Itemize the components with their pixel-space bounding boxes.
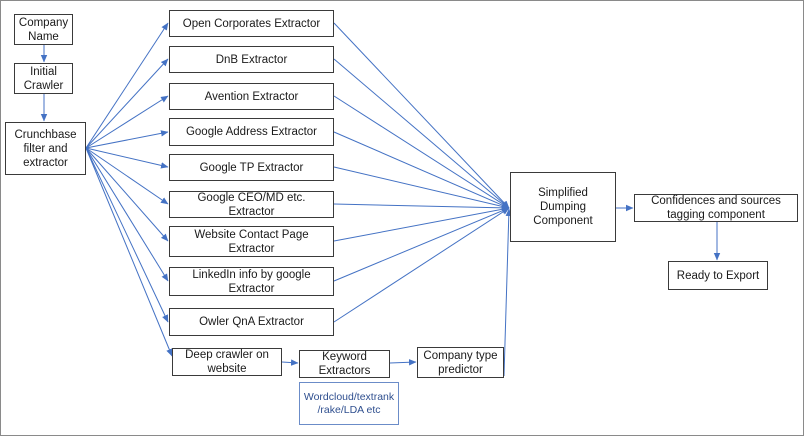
extractor-dnb: DnB Extractor <box>169 46 334 73</box>
company-name-label: Company Name <box>18 16 69 43</box>
connector-fanout-10 <box>85 147 173 357</box>
connector-fanout-3 <box>85 95 169 149</box>
wordcloud-note-label: Wordcloud/textrank /rake/LDA etc <box>303 390 395 416</box>
connector-fanin-1 <box>333 22 510 209</box>
connector-keyword-to-predictor <box>389 359 417 366</box>
confidences-tagging-box: Confidences and sources tagging componen… <box>634 194 798 222</box>
connector-fanout-7 <box>85 147 169 242</box>
extractor-label: Avention Extractor <box>204 90 299 103</box>
extractor-google-address: Google Address Extractor <box>169 118 334 146</box>
crunchbase-label: Crunchbase filter and extractor <box>14 128 77 169</box>
company-type-predictor-box: Company type predictor <box>417 347 504 378</box>
extractor-label: Google Address Extractor <box>185 126 318 138</box>
connector-fanin-6 <box>333 203 510 212</box>
extractor-google-tp: Google TP Extractor <box>169 154 334 181</box>
keyword-extractors-label: Keyword Extractors <box>318 351 371 377</box>
extractor-google-ceo: Google CEO/MD etc. Extractor <box>169 191 334 218</box>
extractor-owler: Owler QnA Extractor <box>169 308 334 336</box>
dumping-component-box: Simplified Dumping Component <box>510 172 616 242</box>
ready-to-export-box: Ready to Export <box>668 261 768 290</box>
connector-fanout-2 <box>85 58 169 149</box>
connector-fanout-4 <box>85 130 169 149</box>
connector-fanout-8 <box>85 147 169 282</box>
connector-fanin-3 <box>333 95 510 209</box>
connector-fanout-1 <box>85 22 169 149</box>
connector-fanout-9 <box>85 147 169 323</box>
extractor-avention: Avention Extractor <box>169 83 334 110</box>
keyword-extractors-box: Keyword Extractors <box>299 350 390 378</box>
connector-fanout-6 <box>85 147 169 205</box>
deep-crawler-box: Deep crawler on website <box>172 348 282 376</box>
extractor-label: Google CEO/MD etc. Extractor <box>197 191 306 218</box>
connector-predictor-to-dumping <box>503 208 512 377</box>
connector-fanin-7 <box>333 206 510 242</box>
deep-crawler-label: Deep crawler on website <box>185 349 269 375</box>
connector-deep-to-keyword <box>281 359 299 366</box>
extractor-open-corporates: Open Corporates Extractor <box>169 10 334 37</box>
extractor-label: Website Contact Page Extractor <box>194 228 309 255</box>
wordcloud-note-box: Wordcloud/textrank /rake/LDA etc <box>299 382 399 425</box>
initial-crawler-label: Initial Crawler <box>23 65 64 92</box>
ready-to-export-label: Ready to Export <box>676 269 760 282</box>
connector-fanin-9 <box>333 207 510 323</box>
connector-fanin-2 <box>333 58 510 209</box>
company-name-box: Company Name <box>14 14 73 45</box>
extractor-label: Open Corporates Extractor <box>182 17 321 30</box>
extractor-label: Google TP Extractor <box>199 161 304 174</box>
connector-fanout-5 <box>85 147 169 169</box>
connector-fanin-5 <box>333 166 510 210</box>
extractor-linkedin: LinkedIn info by google Extractor <box>169 267 334 296</box>
extractor-label: LinkedIn info by google Extractor <box>192 268 311 295</box>
connector-fanin-4 <box>333 131 510 209</box>
extractor-label: DnB Extractor <box>215 53 288 66</box>
company-type-predictor-label: Company type predictor <box>423 349 498 376</box>
initial-crawler-box: Initial Crawler <box>14 63 73 94</box>
confidences-tagging-label: Confidences and sources tagging componen… <box>651 195 781 221</box>
extractor-label: Owler QnA Extractor <box>199 316 304 328</box>
connector-fanin-8 <box>333 207 510 282</box>
crunchbase-box: Crunchbase filter and extractor <box>5 122 86 175</box>
extractor-website-contact: Website Contact Page Extractor <box>169 226 334 257</box>
dumping-component-label: Simplified Dumping Component <box>533 187 593 227</box>
